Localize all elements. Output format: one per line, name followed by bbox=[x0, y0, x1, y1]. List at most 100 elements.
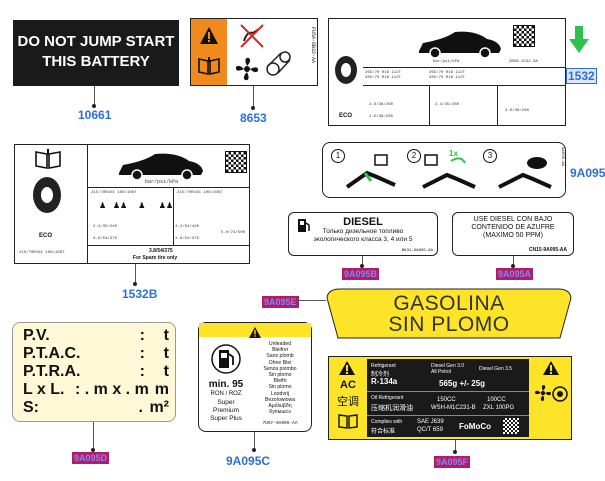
ac-refrigerant: Refrigerant bbox=[371, 363, 396, 369]
tire-small-row-1b: 285/70 R16 112T bbox=[429, 76, 466, 80]
diesel-es-label: USE DIESEL CON BAJO CONTENIDO DE AZUFRE … bbox=[452, 212, 574, 256]
belt-icon bbox=[265, 49, 293, 84]
tire-large-value-1: 3.8/54/375 bbox=[93, 237, 118, 241]
fuel-steps-ref: 9A095 bbox=[570, 166, 605, 180]
diesel-es-line3: (MAXIMO 50 PPM) bbox=[483, 232, 543, 239]
car-icon bbox=[415, 29, 503, 64]
ac-comply-cn: 符合标准 bbox=[371, 429, 396, 435]
warning-icon-4 bbox=[543, 361, 559, 380]
ac-oil: Oil Refrigerant bbox=[371, 395, 404, 401]
manual-book-icon bbox=[198, 57, 220, 80]
diesel-es-ref: 9A095A bbox=[496, 268, 534, 280]
gasolina-label: GASOLINA SIN PLOMO bbox=[326, 288, 572, 340]
step-3: 3 bbox=[483, 149, 497, 163]
battery-label-line2: THIS BATTERY bbox=[42, 53, 150, 70]
tire-small-row-3: 2.5/38/260 bbox=[369, 115, 394, 119]
gasolina-line1: GASOLINA bbox=[393, 292, 505, 315]
tire-large-foot: 215/70R16C 108/106T bbox=[19, 251, 65, 255]
ac-ref: 9A095F bbox=[434, 456, 471, 468]
hand-stop-icon bbox=[239, 23, 265, 54]
weights-label: P.V.t: P.T.A.C.t: P.T.R.A.t: L x L.: . m… bbox=[12, 322, 176, 422]
tire-icon bbox=[333, 55, 359, 90]
weight-row-4: S:.m² bbox=[23, 399, 169, 416]
fuel-nozzle-icon-1 bbox=[345, 151, 401, 198]
tire-small-row-0b: 265/70 R16 112T bbox=[429, 71, 466, 75]
tire-small-row-2: 2.6/38/260 bbox=[369, 103, 394, 107]
fuel-pump-icon bbox=[297, 217, 311, 238]
tire-large-spare: 3.8/54/375 bbox=[149, 248, 173, 254]
fan-icon bbox=[233, 55, 261, 88]
diesel-ru-label: DIESEL Только дизельное топливо экологич… bbox=[288, 212, 438, 256]
fuel-speed: 1x bbox=[449, 149, 458, 158]
tire-small-row-0: 265/70 R16 112T bbox=[365, 71, 402, 75]
tire-large-size1: 215/70R16C 108/106T bbox=[91, 191, 137, 195]
step-1: 1 bbox=[331, 149, 345, 163]
ac-sae: SAE J639 bbox=[417, 419, 444, 425]
qr-code-icon-2 bbox=[225, 151, 247, 173]
fan-code: FU5A-6B32-AA bbox=[310, 27, 316, 64]
step-2: 2 bbox=[407, 149, 421, 163]
fuel-nozzle-icon-2 bbox=[421, 151, 479, 198]
diesel-es-line2: CONTENIDO DE AZUFRE bbox=[471, 224, 555, 231]
ac-r134-cn: 制冷剂 bbox=[371, 372, 390, 378]
ac-charge: 565g +/- 25g bbox=[439, 379, 486, 388]
person-icons: ♟ ♟♟ ♟ ♟♟ bbox=[99, 201, 174, 210]
weights-ref: 9A095D bbox=[72, 452, 110, 464]
tire-small-part: ZB5B-1532-SA bbox=[509, 60, 538, 64]
gasolina-line2: SIN PLOMO bbox=[388, 313, 510, 336]
tire-small-row-1: 285/70 R16 112T bbox=[365, 76, 402, 80]
tire-large-size2: 215/70R16C 108/106T bbox=[177, 191, 223, 195]
eco-label-2: ECO bbox=[39, 233, 53, 239]
ac-cc1: 150CC bbox=[437, 397, 456, 403]
gasolina-ref: 9A095E bbox=[262, 296, 299, 308]
ac-diesel2: Diesel Gen 3.5 bbox=[479, 366, 513, 372]
ac-text: AC bbox=[340, 379, 356, 391]
tire-small-tag: bar/psi/kPa bbox=[433, 60, 460, 64]
fuel-steps-label: 1 2 3 1x 9A095-AA bbox=[322, 142, 566, 198]
qr-code-icon bbox=[513, 25, 535, 47]
tire-small-row-5: 2.6/38/260 bbox=[505, 109, 530, 113]
tire-label-large: ECO bar/psi/kPa 215/70R16C 108/106T 215/… bbox=[14, 144, 250, 264]
green-down-arrow-icon bbox=[569, 26, 589, 59]
unleaded-name-0: Super bbox=[217, 399, 235, 406]
ac-oil-cn: 压缩机润滑油 bbox=[371, 405, 413, 412]
fan-icon-2 bbox=[533, 383, 553, 408]
tire-large-spare-note: For Spare tire only bbox=[133, 255, 178, 261]
unleaded-lines: Unleaded Bleifrei Sans plomb Ohne Blei S… bbox=[263, 341, 297, 416]
compressor-icon bbox=[551, 385, 569, 408]
eco-label: ECO bbox=[339, 113, 353, 119]
ac-r134: R-134a bbox=[371, 377, 398, 386]
tire-icon-2 bbox=[31, 175, 63, 220]
car-icon-2 bbox=[115, 151, 205, 186]
ac-text-cn: 空调 bbox=[337, 396, 359, 408]
tire-small-row-4: 2.4/35/260 bbox=[435, 103, 460, 107]
diesel-es-code: CN15-9A095-AA bbox=[528, 247, 567, 253]
ac-cc2-code: ZXL 100PG bbox=[483, 405, 515, 411]
manual-book-icon-2 bbox=[35, 149, 61, 174]
fuel-nozzle-icon-3 bbox=[497, 151, 555, 198]
unleaded-name-2: Super Plus bbox=[210, 415, 242, 422]
ac-qc: QC/T 659 bbox=[417, 427, 443, 433]
unleaded-label: Unleaded Bleifrei Sans plomb Ohne Blei S… bbox=[198, 322, 312, 432]
fuel-code: 9A095-AA bbox=[560, 147, 564, 167]
diesel-ru-code: BK31-9A095-AA bbox=[401, 249, 433, 253]
battery-label: DO NOT JUMP START THIS BATTERY bbox=[13, 20, 179, 86]
ac-table: Refrigerant 制冷剂 R-134a Diesel Gen 3.0 Al… bbox=[367, 359, 529, 437]
weight-row-2: P.T.R.A.t: bbox=[23, 363, 169, 380]
tire-large-value-4: 5.0/73/500 bbox=[221, 231, 246, 235]
ac-diesel1: Diesel Gen 3.0 bbox=[431, 363, 465, 369]
unleaded-code: 7U5Y-9A095-AA bbox=[262, 421, 298, 426]
ac-cc2: 100CC bbox=[487, 397, 506, 403]
tire-small-ref: 1532 bbox=[566, 68, 597, 84]
manual-book-icon-3 bbox=[338, 413, 358, 434]
warning-icon-3 bbox=[339, 361, 355, 380]
battery-ref: 10661 bbox=[78, 108, 112, 122]
ac-cc1-code: WSH-M1C231-B bbox=[431, 405, 476, 411]
fuel-pump-icon-2 bbox=[211, 343, 241, 380]
tire-large-value-3: 3.8/54/375 bbox=[175, 237, 200, 241]
tire-large-tag: bar/psi/kPa bbox=[145, 179, 179, 185]
warn-block bbox=[191, 19, 227, 85]
diesel-es-line1: USE DIESEL CON BAJO bbox=[473, 216, 553, 223]
fan-label: FU5A-6B32-AA bbox=[190, 18, 318, 86]
